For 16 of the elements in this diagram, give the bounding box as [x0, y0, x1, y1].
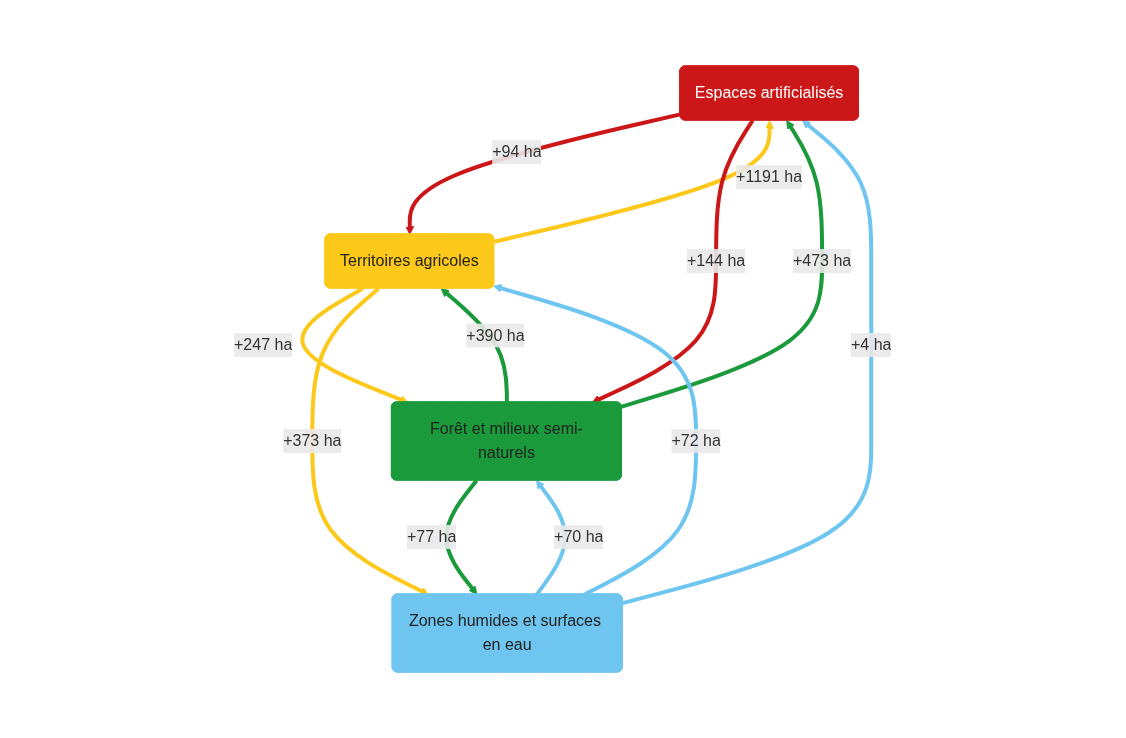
arrow	[405, 112, 682, 235]
edge-label: +473 ha	[793, 252, 852, 269]
arrow	[622, 120, 874, 606]
edge-label: +390 ha	[466, 326, 525, 344]
arrow	[494, 120, 775, 244]
edge-label: +94 ha	[492, 143, 542, 161]
edge-label: +144 ha	[687, 252, 746, 269]
edge-label: +1191 ha	[736, 168, 803, 185]
arrow	[621, 120, 825, 409]
edge-label: +373 ha	[283, 432, 342, 449]
arrow	[591, 119, 755, 404]
edge-label: +247 ha	[234, 336, 293, 353]
edge-label: +70 ha	[554, 528, 604, 546]
edge-label: +77 ha	[407, 528, 457, 545]
edge-label: +4 ha	[851, 336, 892, 353]
edge-label: +72 ha	[671, 432, 722, 449]
